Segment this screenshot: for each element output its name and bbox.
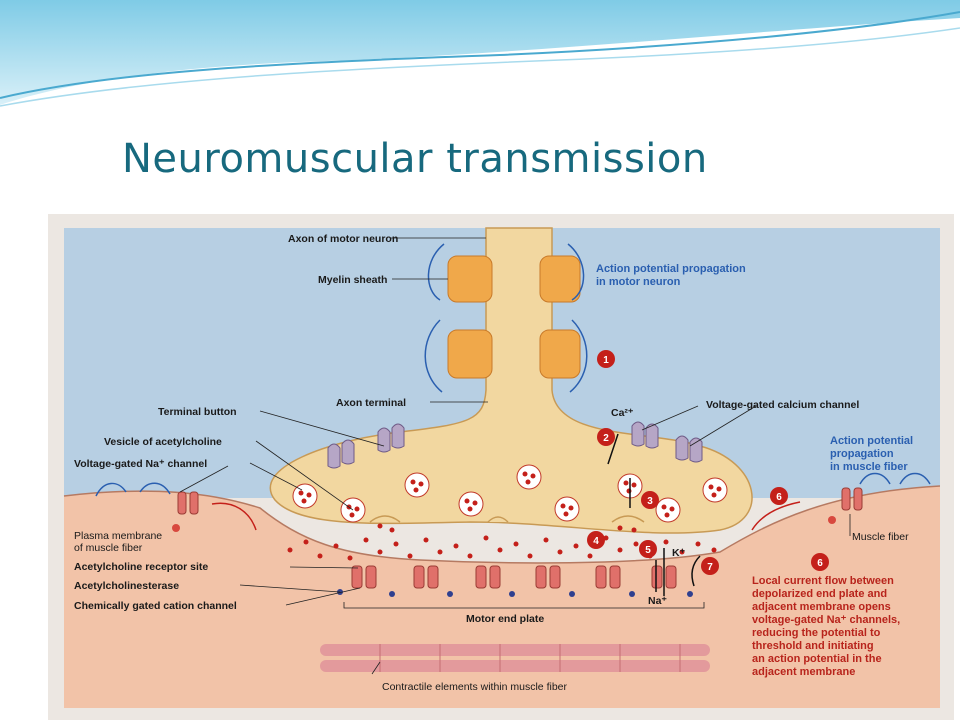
na-channels bbox=[177, 487, 863, 515]
label-myelin-sheath: Myelin sheath bbox=[318, 274, 387, 286]
label-voltage-gated-na-channel: Voltage-gated Na⁺ channel bbox=[74, 458, 207, 470]
label-muscle-fiber: Muscle fiber bbox=[852, 531, 909, 543]
note-ap-muscle-1: Action potential bbox=[830, 435, 913, 447]
acetylcholine-molecules bbox=[287, 523, 717, 561]
step-badge-7 bbox=[701, 557, 719, 575]
local-current-arrows bbox=[211, 501, 801, 531]
label-contractile-elements: Contractile elements within muscle fiber bbox=[382, 681, 567, 693]
step-badge-5 bbox=[639, 540, 657, 558]
step-5: 5 bbox=[645, 545, 651, 556]
label-na-ion: Na⁺ bbox=[648, 595, 667, 607]
contractile-elements bbox=[320, 644, 710, 672]
muscle-fiber bbox=[64, 486, 940, 708]
label-acetylcholinesterase: Acetylcholinesterase bbox=[74, 580, 179, 592]
muscle-propagation-arrows bbox=[95, 472, 931, 497]
na-gate-right bbox=[828, 516, 836, 524]
label-chemically-gated-cation-channel: Chemically gated cation channel bbox=[74, 600, 237, 612]
label-k-ion: K⁺ bbox=[672, 547, 686, 559]
terminal-bumps bbox=[369, 515, 645, 523]
step-badge-3 bbox=[641, 491, 659, 509]
label-voltage-gated-calcium-channel: Voltage-gated calcium channel bbox=[706, 399, 859, 411]
label-axon-terminal: Axon terminal bbox=[336, 397, 406, 409]
step-badge-6b bbox=[811, 553, 829, 571]
label-acetylcholine-receptor-site: Acetylcholine receptor site bbox=[74, 561, 208, 573]
cation-channels bbox=[351, 565, 677, 589]
note-ap-motor-2: in motor neuron bbox=[596, 276, 681, 288]
note-ap-muscle-3: in muscle fiber bbox=[830, 461, 908, 473]
step-badge-1 bbox=[597, 350, 615, 368]
label-plasma-membrane-2: of muscle fiber bbox=[74, 542, 143, 554]
step-badge-2 bbox=[597, 428, 615, 446]
step-7: 7 bbox=[707, 562, 713, 573]
header-swoosh bbox=[0, 0, 960, 107]
note-ap-motor-1: Action potential propagation bbox=[596, 263, 746, 275]
note-local-7: an action potential in the bbox=[752, 653, 882, 665]
acetylcholinesterase-dots bbox=[337, 589, 693, 597]
step-3: 3 bbox=[647, 496, 653, 507]
na-gate-left bbox=[172, 524, 180, 532]
step-1: 1 bbox=[603, 355, 609, 366]
step-6a: 6 bbox=[776, 492, 782, 503]
note-local-2: depolarized end plate and bbox=[752, 588, 887, 600]
calcium-channels bbox=[327, 421, 703, 469]
step-4: 4 bbox=[593, 536, 599, 547]
label-terminal-button: Terminal button bbox=[158, 406, 237, 418]
note-local-4: voltage-gated Na⁺ channels, bbox=[752, 614, 900, 626]
step-badges: 1 2 3 4 5 6 6 7 bbox=[587, 350, 829, 575]
label-axon-of-motor-neuron: Axon of motor neuron bbox=[288, 233, 398, 245]
slide-title: Neuromuscular transmission bbox=[122, 136, 708, 182]
note-local-1: Local current flow between bbox=[752, 575, 894, 587]
note-ap-muscle-2: propagation bbox=[830, 448, 894, 460]
label-ca-ion: Ca²⁺ bbox=[611, 407, 634, 419]
note-local-6: threshold and initiating bbox=[752, 640, 874, 652]
label-motor-end-plate: Motor end plate bbox=[466, 613, 544, 625]
muscle-fiber-membrane bbox=[63, 485, 941, 564]
ion-arrows bbox=[607, 433, 701, 596]
step-badge-4 bbox=[587, 531, 605, 549]
label-plasma-membrane-1: Plasma membrane bbox=[74, 530, 162, 542]
step-2: 2 bbox=[603, 433, 609, 444]
note-local-5: reducing the potential to bbox=[752, 627, 881, 639]
note-local-3: adjacent membrane opens bbox=[752, 601, 891, 613]
label-vesicle-of-acetylcholine: Vesicle of acetylcholine bbox=[104, 436, 222, 448]
step-6b: 6 bbox=[817, 558, 823, 569]
note-local-8: adjacent membrane bbox=[752, 666, 855, 678]
local-current-note: Local current flow between depolarized e… bbox=[752, 575, 900, 678]
acetylcholine-vesicles bbox=[292, 464, 728, 523]
myelin-sheath bbox=[447, 255, 581, 379]
axon-propagation-arrows bbox=[424, 243, 588, 393]
leader-lines bbox=[179, 237, 851, 675]
step-badge-6a bbox=[770, 487, 788, 505]
